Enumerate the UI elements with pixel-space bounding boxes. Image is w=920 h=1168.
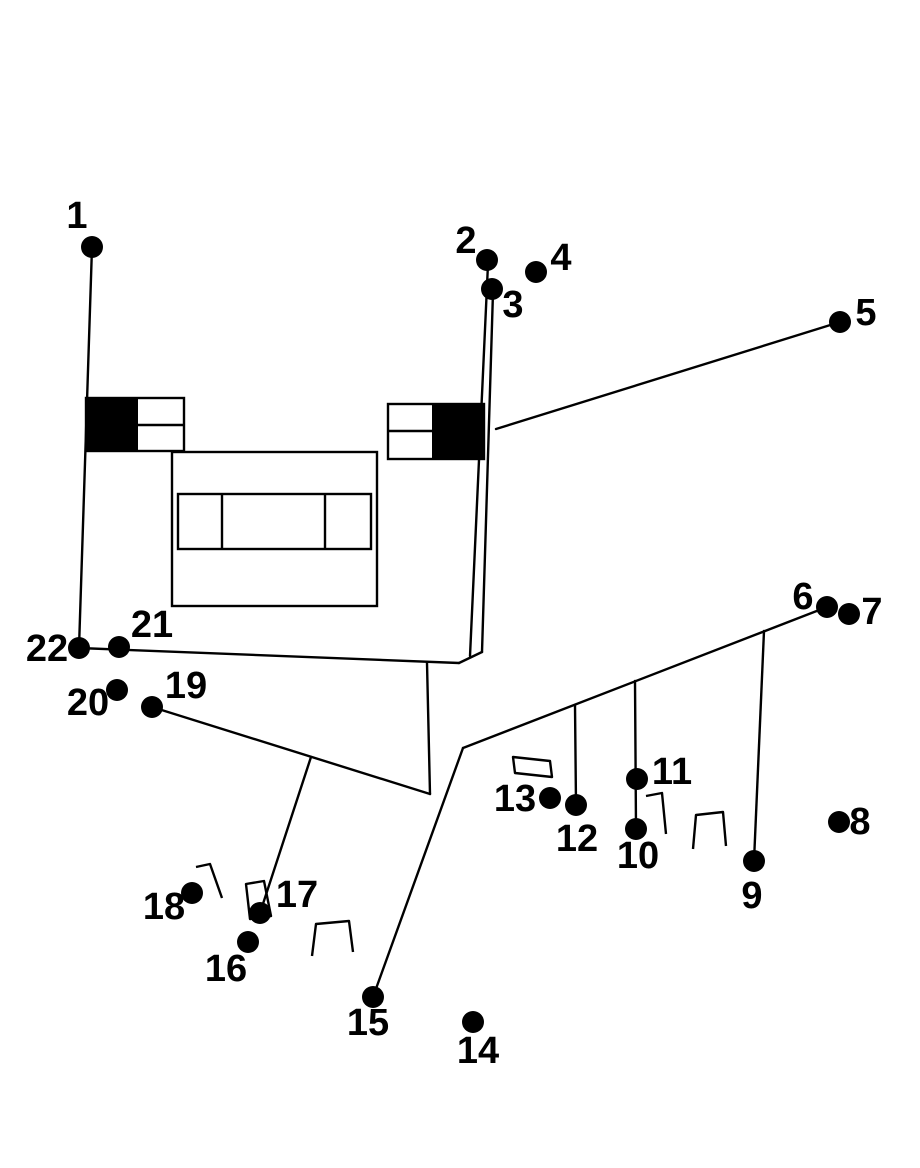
dot-label-22: 22 bbox=[26, 628, 68, 670]
dot-label-21: 21 bbox=[131, 604, 173, 646]
dot-12 bbox=[565, 794, 587, 816]
artwork-segment bbox=[494, 320, 842, 431]
dot-label-5: 5 bbox=[855, 292, 876, 334]
artwork-segment bbox=[77, 646, 461, 665]
dot-16 bbox=[237, 931, 259, 953]
dot-label-12: 12 bbox=[556, 818, 598, 860]
dot-7 bbox=[838, 603, 860, 625]
artwork-segment bbox=[258, 755, 313, 915]
artwork-segment bbox=[480, 290, 495, 654]
dot-19 bbox=[141, 696, 163, 718]
dot-label-18: 18 bbox=[143, 886, 185, 928]
dot-label-16: 16 bbox=[205, 948, 247, 990]
flag-shape-near-16 bbox=[244, 879, 273, 921]
dot-21 bbox=[108, 636, 130, 658]
dot-label-1: 1 bbox=[66, 195, 87, 237]
dot-20 bbox=[106, 679, 128, 701]
dot-label-13: 13 bbox=[494, 778, 536, 820]
dot-label-14: 14 bbox=[457, 1030, 499, 1072]
castle-checker-fill bbox=[86, 398, 138, 451]
step-shape-near-18 bbox=[195, 862, 224, 899]
dot-label-20: 20 bbox=[67, 682, 109, 724]
dot-6 bbox=[816, 596, 838, 618]
dot-22 bbox=[68, 637, 90, 659]
step-shape-near-11 bbox=[645, 791, 668, 835]
dot-label-10: 10 bbox=[617, 835, 659, 877]
dot-label-17: 17 bbox=[276, 874, 318, 916]
dot-label-15: 15 bbox=[347, 1002, 389, 1044]
dot-label-3: 3 bbox=[502, 284, 523, 326]
ledge-shape-near-13 bbox=[511, 755, 554, 779]
dot-label-4: 4 bbox=[550, 237, 571, 279]
dot-11 bbox=[626, 768, 648, 790]
artwork-segment bbox=[371, 746, 465, 999]
dot-label-2: 2 bbox=[455, 220, 476, 262]
dot-14 bbox=[462, 1011, 484, 1033]
dot-label-11: 11 bbox=[652, 751, 692, 793]
dot-18 bbox=[181, 882, 203, 904]
artwork-segment bbox=[77, 245, 94, 650]
artwork-segment bbox=[425, 661, 432, 796]
dot-8 bbox=[828, 811, 850, 833]
dot-5 bbox=[829, 311, 851, 333]
step-shape-near-10 bbox=[691, 810, 728, 850]
dot-label-8: 8 bbox=[849, 801, 870, 843]
dot-4 bbox=[525, 261, 547, 283]
artwork-segment bbox=[457, 650, 484, 665]
dot-label-6: 6 bbox=[792, 576, 813, 618]
dot-13 bbox=[539, 787, 561, 809]
artwork-segment bbox=[752, 629, 766, 863]
castle-outline-rect bbox=[176, 492, 373, 551]
artwork-segment bbox=[573, 703, 578, 807]
step-shape-near-17 bbox=[310, 919, 355, 957]
dot-9 bbox=[743, 850, 765, 872]
dot-label-7: 7 bbox=[861, 591, 882, 633]
castle-outline-rect bbox=[170, 450, 379, 608]
dot-1 bbox=[81, 236, 103, 258]
artwork-segment bbox=[633, 679, 638, 831]
dot-3 bbox=[481, 278, 503, 300]
dot-15 bbox=[362, 986, 384, 1008]
artwork-segment bbox=[468, 262, 490, 658]
castle-checker-fill bbox=[432, 404, 484, 459]
artwork-segment bbox=[461, 605, 829, 750]
dot-2 bbox=[476, 249, 498, 271]
artwork-segment bbox=[150, 705, 432, 796]
dot-label-9: 9 bbox=[741, 875, 762, 917]
dot-label-19: 19 bbox=[165, 665, 207, 707]
dot-17 bbox=[249, 902, 271, 924]
dot-10 bbox=[625, 818, 647, 840]
